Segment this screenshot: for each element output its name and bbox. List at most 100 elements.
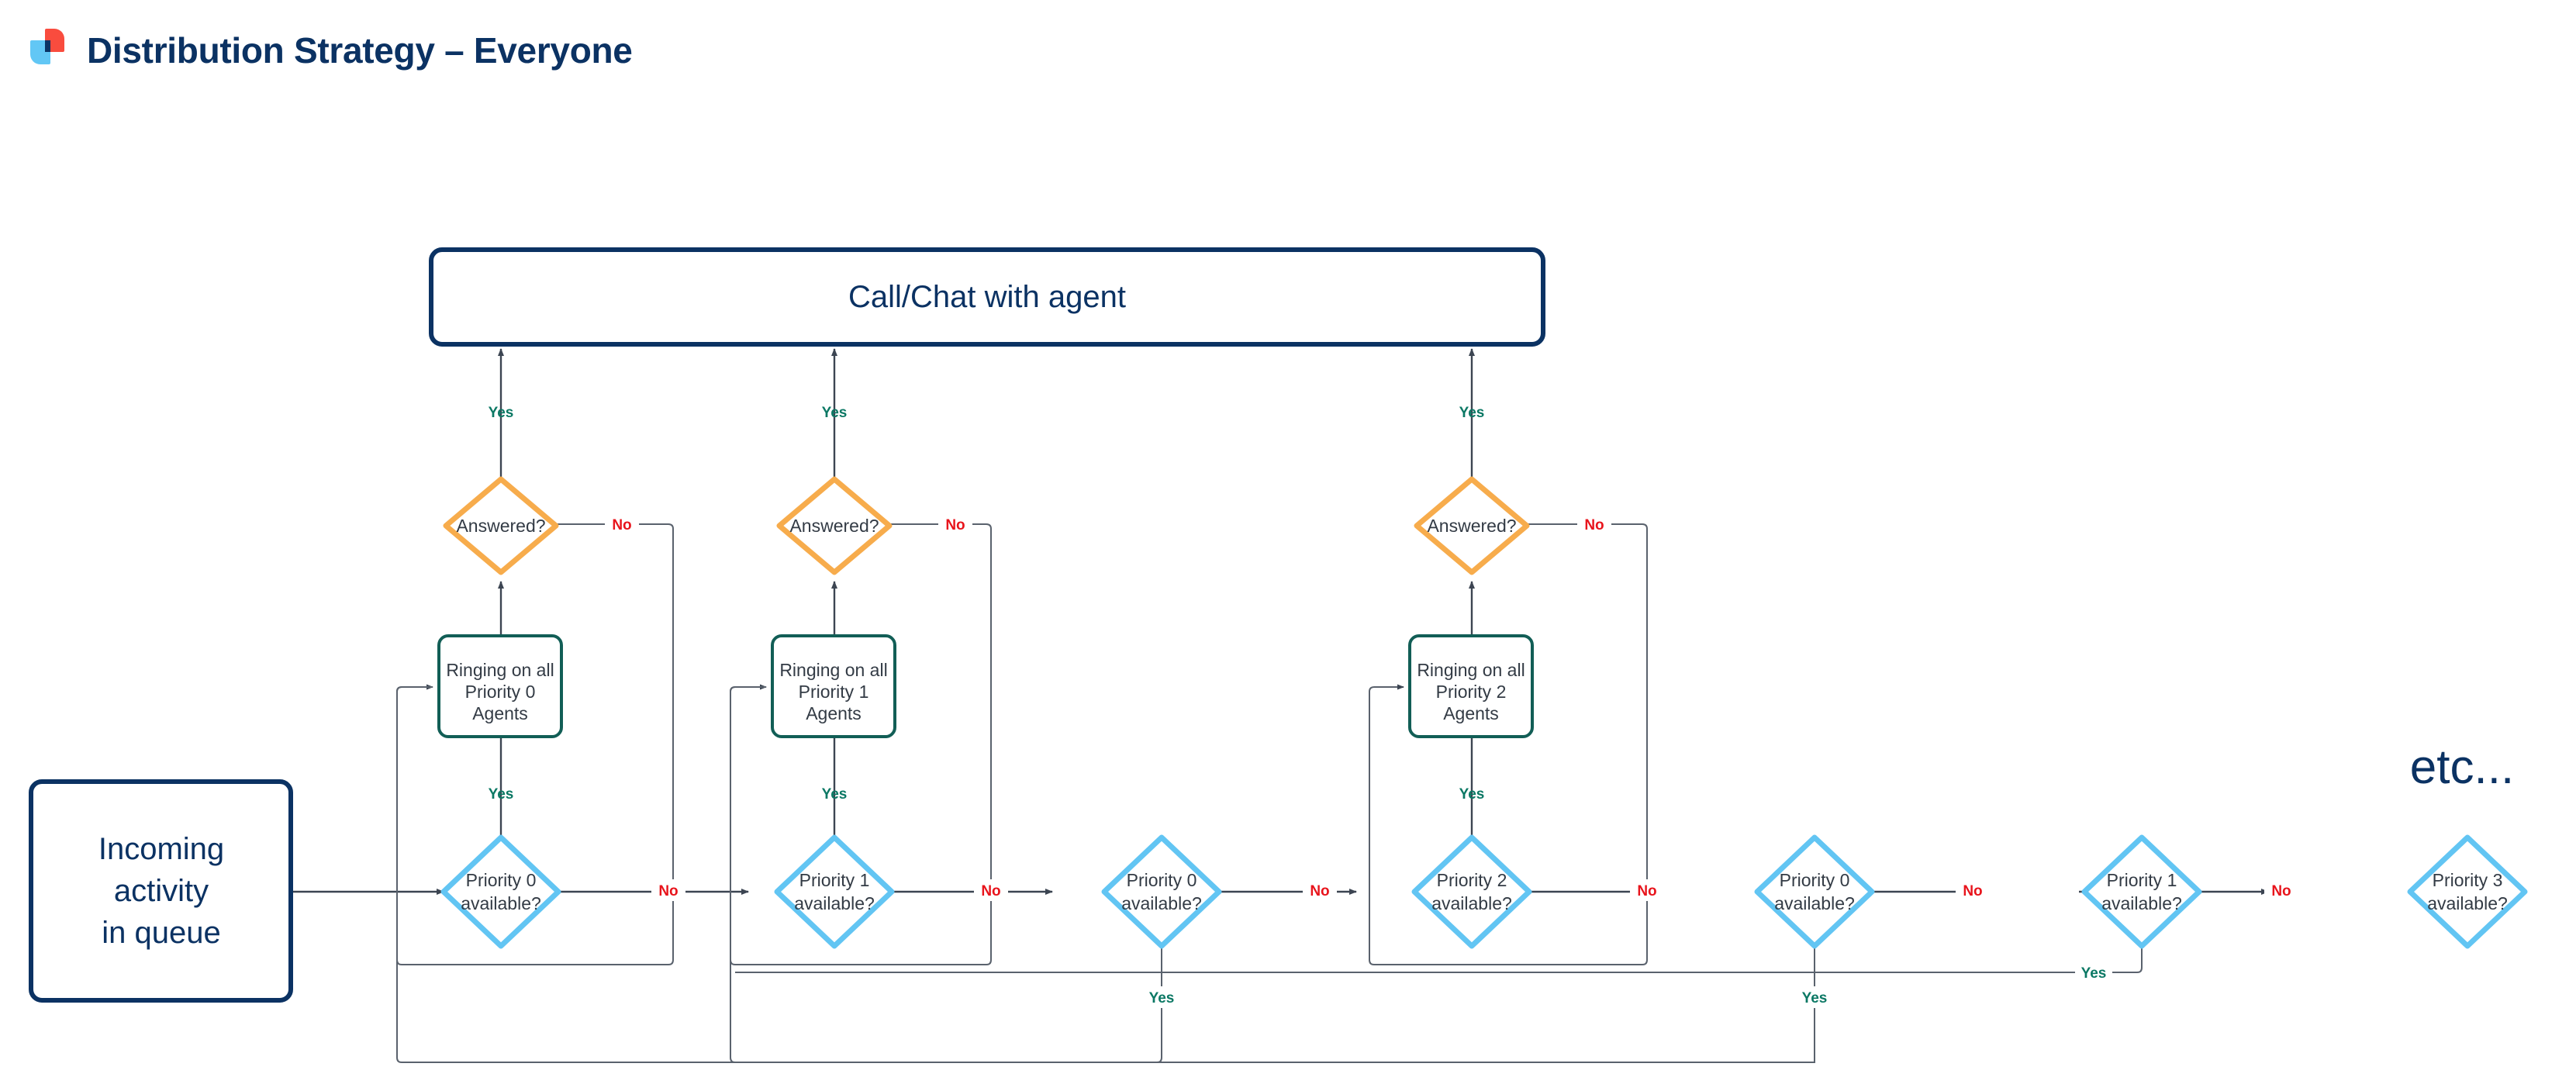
edge-yes-return-3 [735,946,2143,973]
answered-1-diamond [443,476,559,575]
answered-decision-2-node: Answered? [776,476,893,575]
p0-avail-2-line-1: Priority 0 [1127,870,1197,890]
p0-avail-3-line-1: Priority 0 [1780,870,1850,890]
label-yes-terminal-1: Yes [489,405,514,421]
priority-0-available-2-node: Priority 0 available? [1101,834,1222,949]
ringing-2-box [1408,634,1534,738]
ringing-priority-1-agents-node: Ringing on all Priority 1 Agents [771,634,896,738]
p2-avail-1-diamond [1411,834,1532,949]
label-bg-yes-ret-1 [1143,986,1180,1008]
p1-avail-1-line-1: Priority 1 [799,870,870,890]
priority-1-available-2-node: Priority 1 available? [2081,834,2202,949]
label-bg-no-ans-2 [938,513,972,535]
priority-0-available-1-node: Priority 0 available? [440,834,561,949]
label-yes-return-2: Yes [1802,990,1828,1006]
ringing-1-box [771,634,896,738]
edge-yes-return-1 [396,686,1162,1063]
page-title: Distribution Strategy – Everyone [87,30,633,71]
label-yes-ringing-2: Yes [822,786,848,803]
label-no-availability-6: No [2271,883,2291,899]
call-chat-with-agent-node: Call/Chat with agent [429,247,1545,347]
brand-logo-icon [29,28,65,73]
incoming-activity-box [29,779,293,1003]
ringing-2-line-1: Ringing on all [1417,660,1525,680]
p1-avail-1-diamond [774,834,895,949]
edge-labels-layer: Yes Yes Yes No No No Yes Yes Yes No No N… [489,405,2298,1008]
p0-avail-2-diamond [1101,834,1222,949]
ringing-0-line-2: Priority 0 [465,682,536,702]
p0-avail-2-line-2: available? [1121,893,1202,913]
edges-layer [292,348,2269,1064]
label-no-answered-3: No [1584,517,1604,533]
ringing-1-line-1: Ringing on all [779,660,887,680]
ringing-2-line-3: Agents [1443,703,1499,723]
label-bg-no-av-4 [1630,879,1664,901]
answered-3-diamond [1414,476,1530,575]
label-yes-ringing-1: Yes [489,786,514,803]
answered-1-label: Answered? [456,516,545,536]
label-yes-ringing-3: Yes [1459,786,1485,803]
priority-1-available-1-node: Priority 1 available? [774,834,895,949]
p1-avail-1-line-2: available? [794,893,875,913]
label-yes-return-1: Yes [1149,990,1175,1006]
ringing-2-line-2: Priority 2 [1436,682,1507,702]
answered-2-label: Answered? [789,516,879,536]
label-no-availability-4: No [1637,883,1656,899]
ringing-0-line-1: Ringing on all [446,660,554,680]
ringing-0-line-3: Agents [472,703,528,723]
label-no-answered-1: No [612,517,631,533]
label-no-availability-3: No [1310,883,1329,899]
p3-avail-1-line-2: available? [2427,893,2508,913]
call-chat-box [429,247,1545,347]
label-no-availability-1: No [658,883,678,899]
ringing-priority-0-agents-node: Ringing on all Priority 0 Agents [437,634,563,738]
p2-avail-1-line-2: available? [1431,893,1512,913]
p0-avail-3-diamond [1754,834,1875,949]
incoming-activity-line-1: Incoming [98,832,224,866]
priority-0-available-3-node: Priority 0 available? [1754,834,1875,949]
p1-avail-2-line-2: available? [2101,893,2182,913]
etc-label: etc... [2410,741,2514,794]
p3-avail-1-diamond [2407,834,2528,949]
p2-avail-1-line-1: Priority 2 [1437,870,1507,890]
label-no-availability-5: No [1963,883,1982,899]
ringing-0-box [437,634,563,738]
label-bg-no-av-1 [651,879,685,901]
label-yes-terminal-3: Yes [1459,405,1485,421]
page-header: Distribution Strategy – Everyone [0,0,2576,101]
label-bg-no-av-2 [974,879,1008,901]
ringing-1-line-2: Priority 1 [799,682,869,702]
label-bg-no-av-6 [2264,879,2298,901]
label-bg-yes-ret-3 [2075,962,2112,983]
ringing-priority-2-agents-node: Ringing on all Priority 2 Agents [1408,634,1534,738]
answered-decision-3-node: Answered? [1414,476,1530,575]
call-chat-label: Call/Chat with agent [848,280,1126,314]
p0-avail-1-line-1: Priority 0 [466,870,537,890]
p0-avail-1-line-2: available? [461,893,541,913]
p1-avail-2-diamond [2081,834,2202,949]
label-no-answered-2: No [945,517,965,533]
label-bg-no-ans-1 [605,513,639,535]
incoming-activity-line-2: activity [114,874,209,908]
p0-avail-3-line-2: available? [1774,893,1855,913]
p1-avail-2-line-1: Priority 1 [2107,870,2177,890]
incoming-activity-line-3: in queue [102,916,220,950]
logo-navy-overlap [45,40,50,52]
label-bg-no-av-5 [1956,879,1990,901]
label-bg-no-ans-3 [1577,513,1611,535]
p0-avail-1-diamond [440,834,561,949]
label-yes-return-3: Yes [2081,965,2107,982]
priority-3-available-1-node: Priority 3 available? [2407,834,2528,949]
p3-avail-1-line-1: Priority 3 [2433,870,2503,890]
label-yes-terminal-2: Yes [822,405,848,421]
edge-yes-return-2 [730,686,1815,1064]
answered-2-diamond [776,476,893,575]
priority-2-available-1-node: Priority 2 available? [1411,834,1532,949]
ringing-1-line-3: Agents [806,703,862,723]
answered-3-label: Answered? [1427,516,1516,536]
label-bg-yes-ret-2 [1796,986,1833,1008]
label-no-availability-2: No [981,883,1000,899]
label-bg-no-av-3 [1303,879,1337,901]
